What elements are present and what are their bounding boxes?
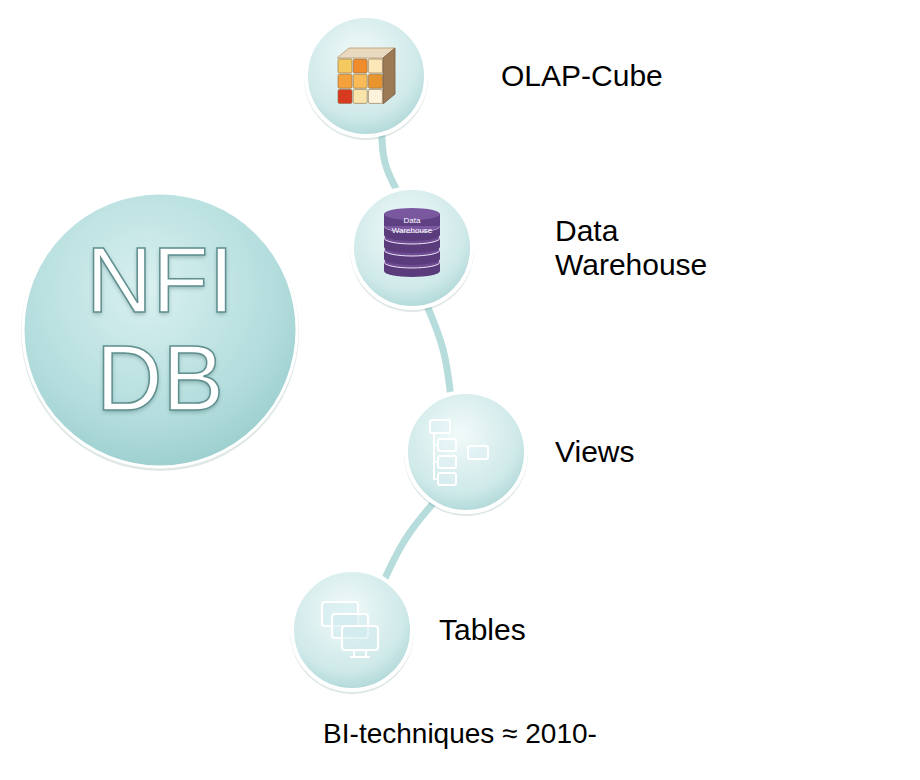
technique-circle: OLAP-Cube (303, 13, 429, 139)
database-title: NFI DB (60, 232, 260, 427)
technique-circle: Tables (289, 567, 415, 693)
views-icon (428, 418, 490, 488)
database-circle: NFI DB (20, 190, 300, 470)
text-holder: NFI DB (20, 190, 300, 470)
technique-label: OLAP-Cube (501, 59, 741, 94)
connector-line (382, 135, 396, 189)
diagram-caption: BI-techniques ≈ 2010- (0, 718, 920, 750)
technique-label: Data Warehouse (555, 214, 730, 283)
icon-label: Data Warehouse (386, 216, 438, 235)
connector-line (385, 503, 433, 578)
technique-label: Views (555, 435, 755, 470)
circle-outline (403, 389, 529, 515)
tables-icon (320, 600, 380, 660)
connector-line (428, 307, 451, 393)
technique-circle: Data WarehouseData Warehouse (349, 185, 475, 311)
cube-icon (333, 46, 399, 106)
technique-label: Tables (439, 613, 639, 648)
technique-circle: Views (403, 389, 529, 515)
